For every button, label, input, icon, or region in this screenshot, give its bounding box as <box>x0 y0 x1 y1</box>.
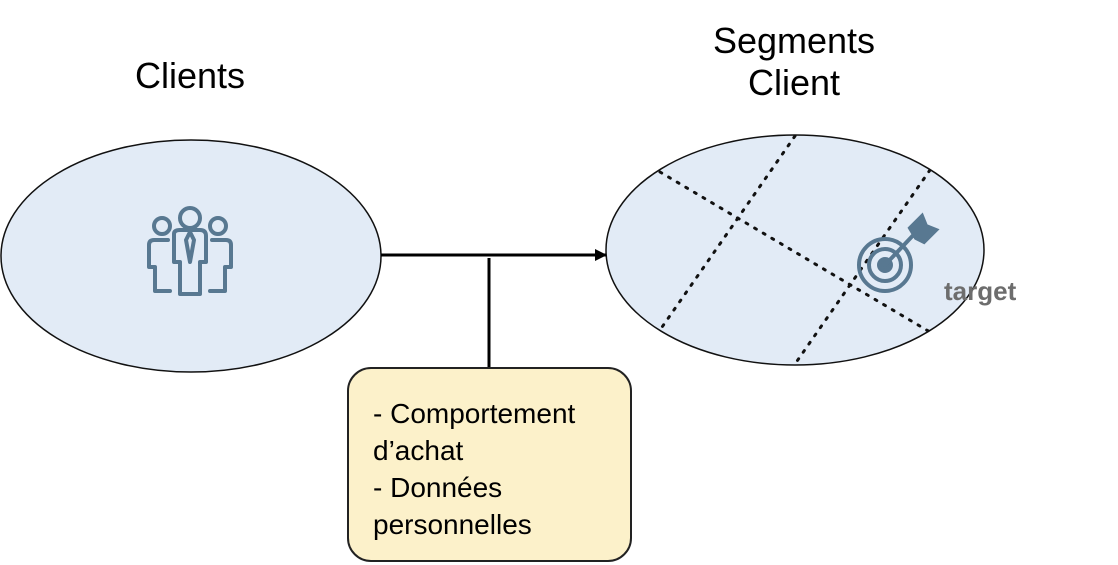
clients-title: Clients <box>134 55 246 96</box>
segments-title: Segments Client <box>664 20 924 104</box>
segment-divider-line <box>793 168 932 365</box>
criteria-item-personal-data: - Données personnelles <box>373 472 532 540</box>
criteria-item-purchase-behavior: - Comportement d’achat <box>373 398 576 466</box>
criteria-box: - Comportement d’achat - Données personn… <box>347 367 632 562</box>
target-arrow-icon <box>857 212 940 293</box>
segments-title-line1: Segments <box>712 20 876 61</box>
target-label: target <box>944 276 1017 306</box>
segment-divider-line <box>658 170 937 337</box>
segments-title-line2: Client <box>747 62 841 103</box>
people-group-icon <box>147 206 233 296</box>
segment-divider-line <box>658 135 797 332</box>
